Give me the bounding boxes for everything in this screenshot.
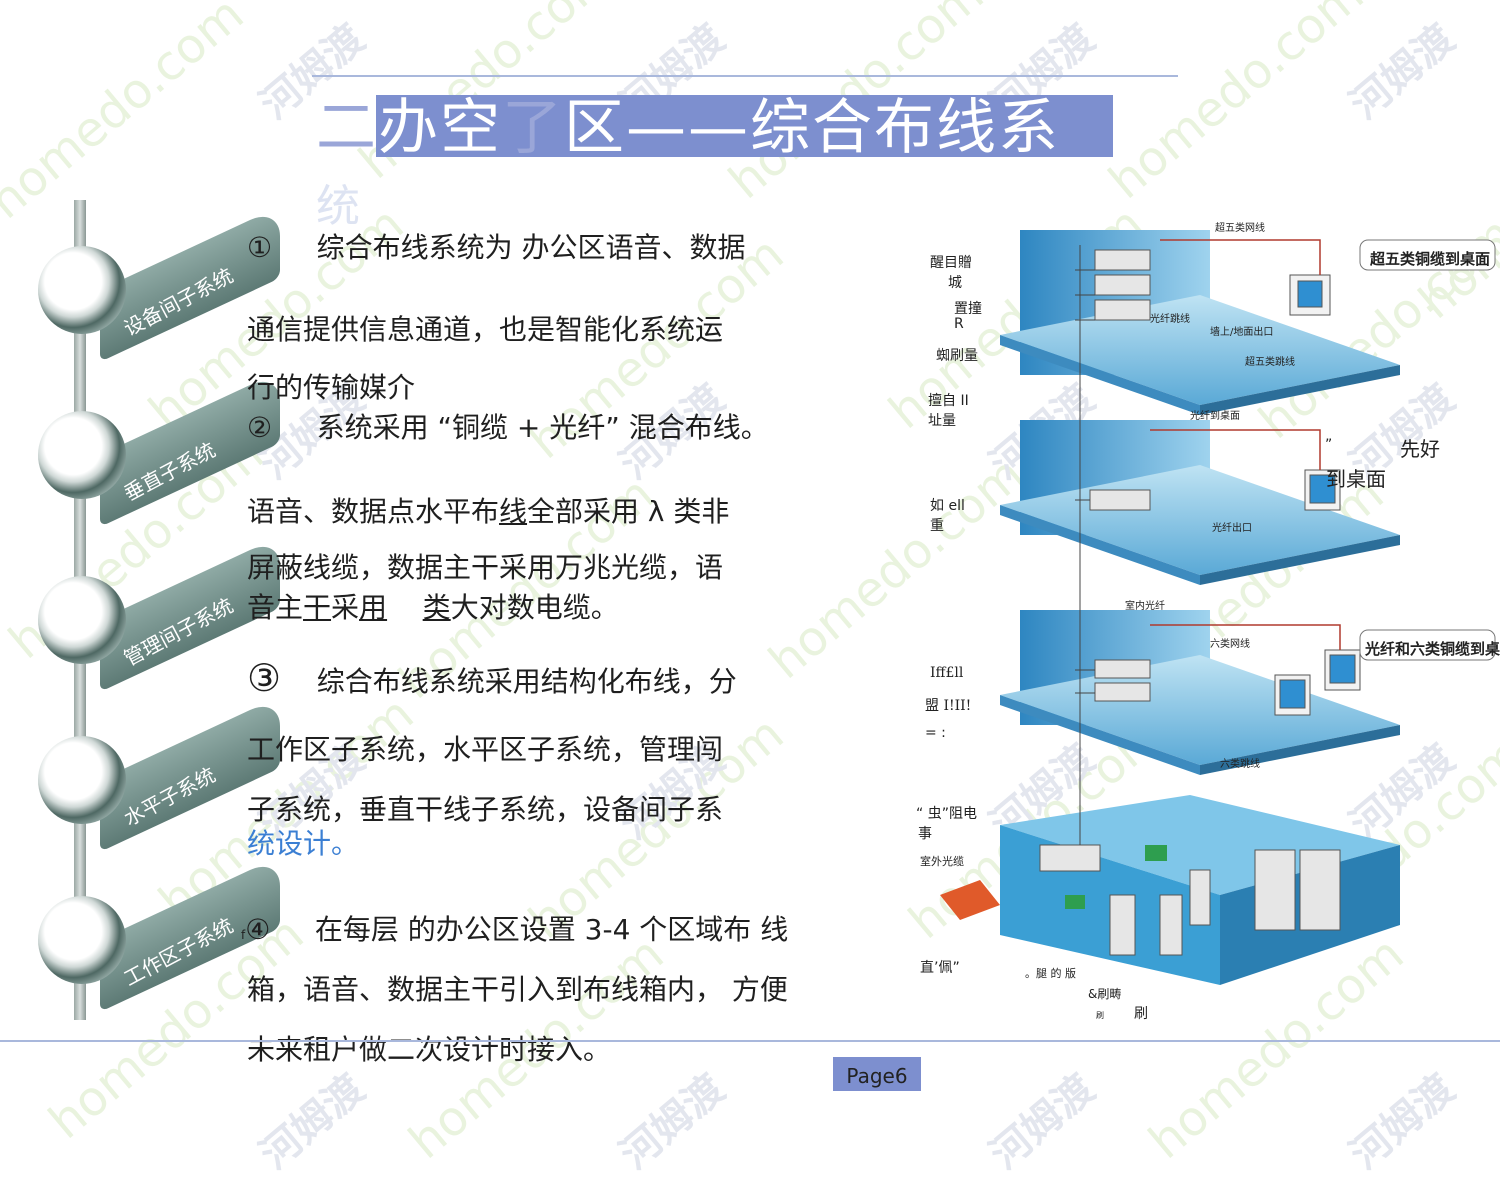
watermark: 河姆渡 — [1341, 15, 1464, 129]
ribbon-vertical: 垂直子系统 — [38, 371, 280, 527]
paragraph-1-line: ① 综合布线系统为 办公区语音、数据 — [247, 226, 746, 266]
text: 在每层 的办公区设置 3-4 个区域布 线 — [314, 913, 789, 946]
item-marker: ③ — [247, 656, 282, 700]
paragraph-3-line: 子系统，垂直干线子系统，设备间子系 — [247, 793, 724, 826]
ring-icon — [38, 411, 126, 499]
diagram-label: 如 ell — [930, 498, 965, 514]
text: 语音、数据点水平布 — [247, 495, 500, 528]
text: 系统采用 “铜缆 + 光纤” 混合布线。 — [316, 411, 769, 444]
paragraph-1-line: 通信提供信息通道，也是智能化系统运 — [247, 313, 724, 346]
paragraph-4-line: 未来租户做二次设计时接入。 — [247, 1033, 612, 1066]
diagram-label: 刷 — [1096, 1011, 1104, 1020]
text: 线 — [499, 495, 528, 528]
text: 全部采用 λ 类非 — [527, 495, 730, 528]
callout-copper-to-desktop: 超五类铜缆到桌面 — [1370, 250, 1491, 268]
building-illustration — [940, 230, 1496, 985]
paragraph-3-line: 工作区子系统，水平区子系统，管理闯 — [247, 733, 724, 766]
diagram-label: 醒目贈 — [930, 255, 972, 271]
diagram-label: 盟 I!II! — [925, 698, 972, 714]
text: f — [241, 928, 246, 942]
watermark: 河姆渡 — [1341, 1065, 1464, 1179]
paragraph-4-line: 箱，语音、数据主干引入到布线箱内， 方便 — [247, 973, 788, 1006]
paragraph-2-line: 屏蔽线缆，数据主干采用万兆光缆，语 — [247, 551, 724, 584]
text: 综合布线系统为 办公区语音、数据 — [316, 231, 746, 264]
diagram-label: 址量 — [928, 413, 956, 429]
diagram-label: 六类网线 — [1210, 639, 1250, 650]
diagram-label: &刷畴 — [1088, 987, 1122, 1001]
ribbon-management: 管理间子系统 — [38, 536, 280, 692]
diagram-label: 事 — [918, 826, 932, 842]
paragraph-3-line: ③ 综合布线系统采用结构化布线，分 — [247, 656, 737, 700]
diagram-label: ” — [1325, 437, 1333, 453]
item-marker: ④ — [245, 913, 271, 946]
paragraph-2-line: ② 系统采用 “铜缆 + 光纤” 混合布线。 — [247, 406, 769, 446]
text: 用 — [359, 591, 388, 624]
page-number: Page6 — [833, 1057, 921, 1091]
page-title: 二办空了区——综合布线系 — [316, 88, 1060, 168]
title-band — [376, 95, 1113, 157]
diagram-label: 六类跳线 — [1220, 759, 1260, 770]
text: 大对数电缆。 — [450, 591, 619, 624]
diagram-label: 超五类跳线 — [1245, 357, 1295, 368]
text: 音主 — [247, 591, 304, 624]
ring-icon — [38, 896, 126, 984]
text: 干 — [303, 591, 332, 624]
paragraph-2-line: 语音、数据点水平布线全部采用 λ 类非 — [247, 490, 729, 530]
callout-fiber-and-cat6: 光纤和六类铜缆到桌面 — [1365, 640, 1500, 658]
diagram-label: Iff£ll — [930, 665, 964, 681]
watermark: 河姆渡 — [611, 1065, 734, 1179]
item-marker: ② — [247, 411, 273, 444]
title-part: 办空 — [378, 93, 502, 163]
diagram-label: 重 — [930, 518, 944, 534]
diagram-label: 城 — [948, 275, 962, 291]
diagram-label: R — [954, 316, 964, 332]
cabling-diagram: 醒目贈 城 置撞 R 蜘刷量 擅自 II 址量 如 ell 重 Iff£ll 盟… — [900, 205, 1500, 1045]
paragraph-4-line: f④ 在每层 的办公区设置 3-4 个区域布 线 — [241, 908, 788, 948]
title-tail: 统 — [316, 181, 360, 232]
item-marker: ① — [247, 231, 273, 264]
watermark: 河姆渡 — [251, 1065, 374, 1179]
footer-rule — [0, 1040, 1500, 1042]
floor-1 — [1000, 230, 1400, 415]
ring-icon — [38, 736, 126, 824]
diagram-label: 光纤跳线 — [1150, 314, 1190, 325]
paragraph-3-line: 统设计。 — [247, 827, 360, 860]
watermark: homedo.com — [0, 0, 255, 230]
paragraph-2-line: 音主干采用 类大对数电缆。 — [247, 586, 619, 626]
watermark: 河姆渡 — [981, 1065, 1104, 1179]
diagram-label: 到桌面 — [1326, 467, 1386, 491]
diagram-label: 光纤出口 — [1212, 523, 1252, 534]
diagram-label: 擅自 II — [928, 393, 969, 409]
title-part: 了 — [502, 93, 564, 163]
ring-icon — [38, 576, 126, 664]
diagram-label: 蜘刷量 — [936, 348, 978, 364]
diagram-label: 光纤到桌面 — [1190, 411, 1240, 422]
text: 综合布线系统采用结构化布线，分 — [316, 665, 737, 698]
diagram-label: 刷 — [1134, 1006, 1148, 1022]
diagram-label: “ 虫”阻电 — [916, 806, 977, 822]
ribbon-horizontal: 水平子系统 — [38, 696, 280, 852]
text: 类 — [422, 591, 451, 624]
diagram-label: 先好 — [1400, 437, 1440, 461]
diagram-label: 置撞 — [954, 301, 982, 317]
ring-icon — [38, 246, 126, 334]
ribbon-equipment-room: 设备间子系统 — [38, 206, 280, 362]
diagram-label: 墙上/地面出口 — [1210, 327, 1274, 338]
diagram-label: = : — [925, 725, 946, 741]
title-part: 区——综合布线系 — [564, 93, 1060, 163]
diagram-label: 超五类网线 — [1215, 223, 1265, 234]
title-part: 二 — [316, 93, 378, 163]
ribbon-work-area: 工作区子系统 — [38, 856, 280, 1012]
diagram-label: 室外光缆 — [920, 855, 964, 868]
diagram-label: 。腿 的 版 — [1025, 967, 1076, 980]
diagram-label: 直’佩” — [920, 960, 960, 976]
watermark: homedo.com — [1098, 0, 1375, 210]
text: 采 — [331, 591, 360, 624]
title-rule — [312, 75, 1178, 77]
paragraph-1-line: 行的传输媒介 — [247, 371, 416, 404]
diagram-label: 室内光纤 — [1125, 601, 1165, 612]
